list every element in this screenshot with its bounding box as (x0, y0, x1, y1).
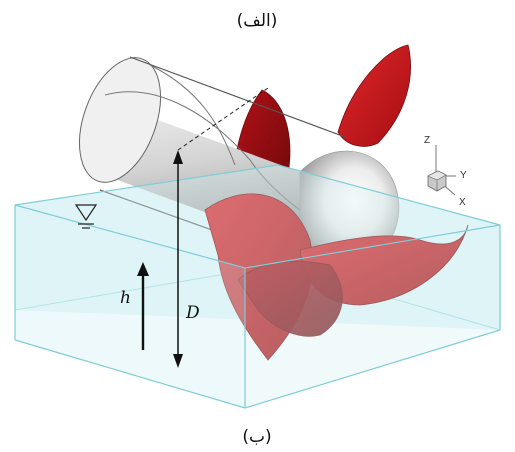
water-box-front (14, 164, 501, 409)
caption-bottom: (ب) (242, 427, 271, 447)
axis-y-label: Y (460, 170, 467, 181)
axis-z-label: Z (424, 135, 430, 146)
axis-triad-icon (427, 145, 456, 196)
blade-tip-dashed-line (177, 87, 269, 151)
water-level-triangle-icon (74, 204, 98, 229)
axis-x-label: X (459, 197, 466, 208)
h-arrow (137, 262, 149, 350)
h-label: h (120, 288, 131, 308)
caption-top: (الف) (237, 11, 278, 31)
blade-upper-right (337, 44, 411, 147)
blade-lower (204, 193, 469, 361)
d-arrow (173, 150, 183, 368)
d-label: D (185, 303, 200, 323)
